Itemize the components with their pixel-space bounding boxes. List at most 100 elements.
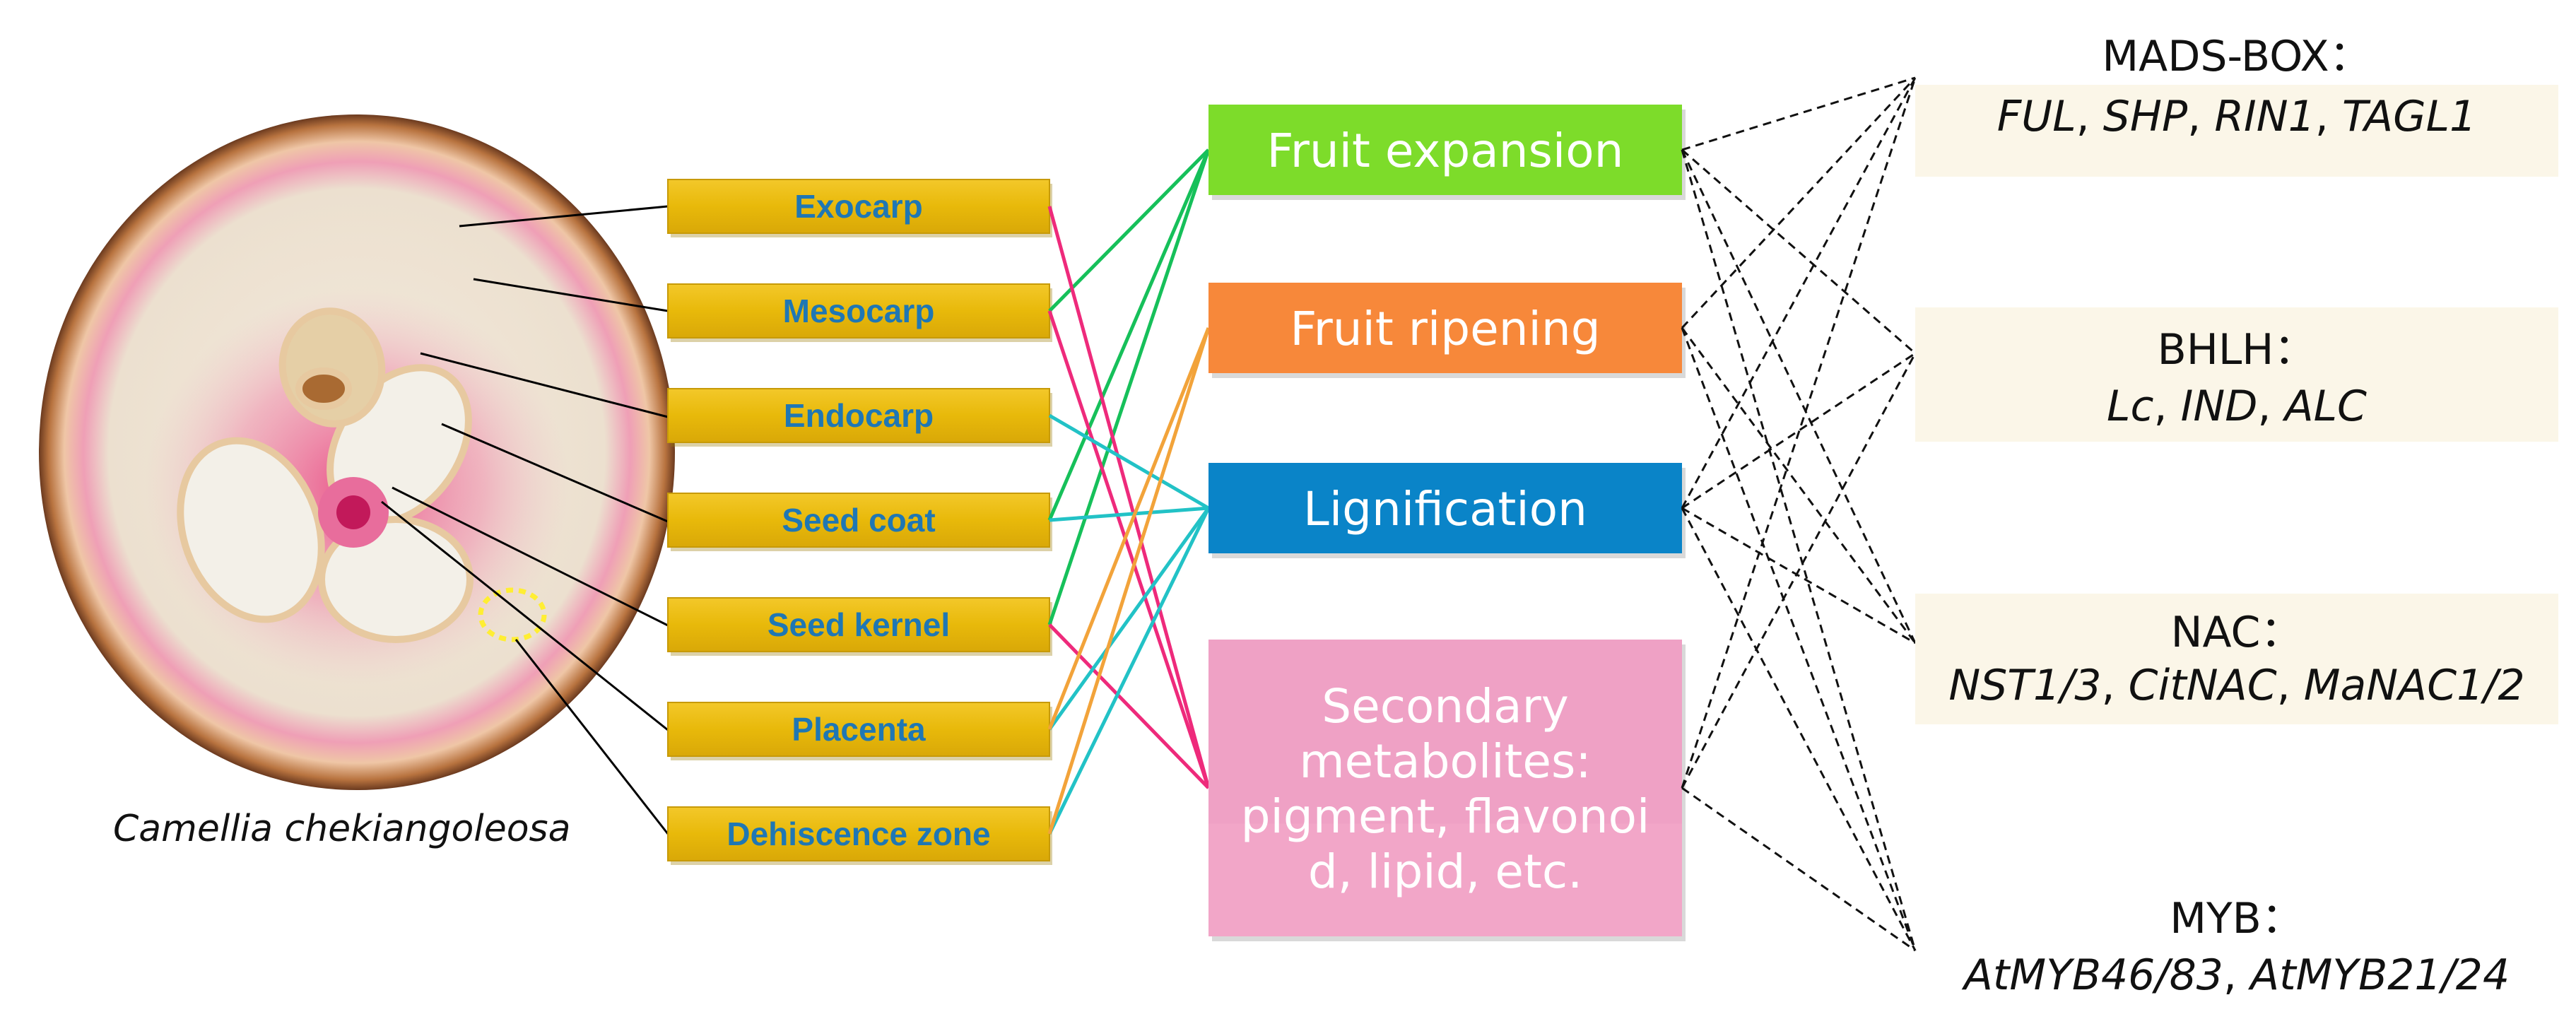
tf-family-name: MADS-BOX：: [2102, 32, 2371, 81]
tissue-label: Seed kernel: [767, 606, 950, 643]
tissue-seed-coat: Seed coat: [667, 493, 1052, 551]
tissue-dehiscence-zone: Dehiscence zone: [667, 806, 1052, 865]
tissue-box: [667, 388, 1050, 443]
gene-name: AtMYB21/24: [2247, 950, 2510, 1000]
gene-separator: ,: [2076, 92, 2103, 141]
gene-name: MaNAC1/2: [2304, 661, 2525, 710]
tf-panel-background: [1915, 85, 2558, 177]
link-seed-kernel-to-secondary-metabolites: [1048, 623, 1210, 789]
tf-gene-list: FUL, SHP, RIN1, TAGL1: [1997, 92, 2476, 141]
link-dehiscence-zone-to-lignification: [1047, 507, 1211, 835]
tissue-placenta: Placenta: [667, 702, 1052, 760]
gene-separator: ,: [2187, 92, 2214, 141]
gene-name: CitNAC: [2129, 661, 2277, 710]
process-label-line: pigment, flavonoi: [1241, 789, 1650, 844]
tissue-label: Placenta: [792, 711, 926, 748]
link-seed-coat-to-lignification: [1049, 506, 1209, 522]
gene-name: RIN1: [2214, 92, 2315, 141]
link-endocarp-to-lignification: [1048, 413, 1210, 510]
gene-name: TAGL1: [2342, 92, 2476, 141]
link-lignification-to-bhlh: [1681, 352, 1916, 510]
gene-separator: ,: [2257, 382, 2284, 431]
link-mesocarp-to-secondary-metabolites: [1047, 310, 1211, 789]
gene-name: FUL: [1997, 92, 2076, 141]
link-fruit-expansion-to-mads-box: [1681, 76, 1916, 151]
process-lignification: Lignification: [1208, 463, 1686, 558]
link-lignification-to-myb: [1681, 507, 1917, 951]
process-tf-links: [1681, 76, 1917, 952]
tissue-endocarp: Endocarp: [667, 388, 1052, 447]
process-label-line: metabolites:: [1299, 734, 1591, 789]
gene-name: Lc: [2107, 382, 2153, 431]
gene-name: NST1/3: [1948, 661, 2101, 710]
gene-name: IND: [2181, 382, 2258, 431]
link-fruit-expansion-to-myb: [1681, 149, 1917, 951]
tissue-box: [667, 283, 1050, 339]
tf-panel-background: [1915, 594, 2558, 724]
tissue-mesocarp: Mesocarp: [667, 283, 1052, 342]
tf-family-myb: MYB： AtMYB46/83, AtMYB21/24: [1961, 894, 2510, 1000]
tissue-process-links: [1047, 148, 1211, 835]
gene-separator: ,: [2277, 661, 2304, 710]
tissue-label: Seed coat: [782, 502, 935, 538]
tissue-seed-kernel: Seed kernel: [667, 597, 1052, 656]
link-secondary-metabolites-to-bhlh: [1681, 353, 1917, 789]
tissue-box: [667, 806, 1050, 861]
gene-separator: ,: [2153, 382, 2180, 431]
tissue-label: Mesocarp: [783, 293, 935, 329]
process-label-line: Fruit expansion: [1267, 124, 1624, 178]
gene-name: SHP: [2103, 92, 2188, 141]
tissue-label: Endocarp: [784, 397, 934, 434]
dehiscence-marker: [478, 587, 547, 642]
link-lignification-to-mads-box: [1681, 77, 1917, 509]
process-box: [1208, 105, 1682, 195]
link-seed-coat-to-fruit-expansion: [1047, 149, 1211, 521]
process-label-line: Fruit ripening: [1290, 302, 1600, 356]
tissue-label: Exocarp: [794, 188, 923, 225]
fruit-leader-lines: [381, 205, 669, 835]
link-secondary-metabolites-to-myb: [1681, 787, 1916, 952]
species-caption: Camellia chekiangoleosa: [113, 808, 571, 850]
process-box: [1208, 463, 1682, 553]
gene-name: ALC: [2282, 382, 2367, 431]
link-fruit-expansion-to-bhlh: [1681, 148, 1916, 355]
link-placenta-to-lignification: [1047, 507, 1211, 731]
tissue-exocarp: Exocarp: [667, 179, 1052, 237]
tf-family-mads-box: MADS-BOX： FUL, SHP, RIN1, TAGL1: [1915, 32, 2558, 177]
link-fruit-ripening-to-nac: [1681, 327, 1917, 644]
seed-locules: [177, 307, 474, 643]
link-fruit-expansion-to-nac: [1681, 149, 1917, 644]
process-label-line: Secondary: [1322, 679, 1569, 734]
tf-family-name: BHLH：: [2158, 325, 2317, 375]
tissue-box: [667, 179, 1050, 234]
link-placenta-to-fruit-ripening: [1047, 327, 1211, 730]
tf-gene-list: NST1/3, CitNAC, MaNAC1/2: [1948, 661, 2524, 710]
process-label-line: d, lipid, etc.: [1308, 844, 1582, 899]
process-label-line: Lignification: [1303, 482, 1587, 536]
process-fruit-ripening: Fruit ripening: [1208, 283, 1686, 378]
tf-family-nac: NAC：NST1/3, CitNAC, MaNAC1/2: [1915, 594, 2558, 724]
link-fruit-ripening-to-myb: [1681, 327, 1917, 951]
tf-panel-background: [1915, 307, 2558, 442]
tf-family-bhlh: BHLH：Lc, IND, ALC: [1915, 307, 2558, 442]
link-exocarp-to-secondary-metabolites: [1047, 206, 1211, 789]
process-box: [1208, 283, 1682, 373]
link-fruit-ripening-to-mads-box: [1681, 76, 1917, 329]
fruit-cross-section: [39, 114, 675, 790]
link-secondary-metabolites-to-mads-box: [1681, 77, 1917, 789]
gene-separator: ,: [2223, 950, 2250, 1000]
link-lignification-to-nac: [1681, 507, 1916, 644]
tf-gene-list: AtMYB46/83, AtMYB21/24: [1961, 950, 2510, 1000]
tissue-box: [667, 493, 1050, 548]
process-box-upper-tint: [1208, 640, 1682, 824]
tissue-box: [667, 597, 1050, 652]
tf-family-name: MYB：: [2170, 894, 2304, 943]
gene-name: AtMYB46/83: [1961, 950, 2223, 1000]
tissue-label: Dehiscence zone: [727, 816, 990, 852]
process-fruit-expansion: Fruit expansion: [1208, 105, 1686, 200]
